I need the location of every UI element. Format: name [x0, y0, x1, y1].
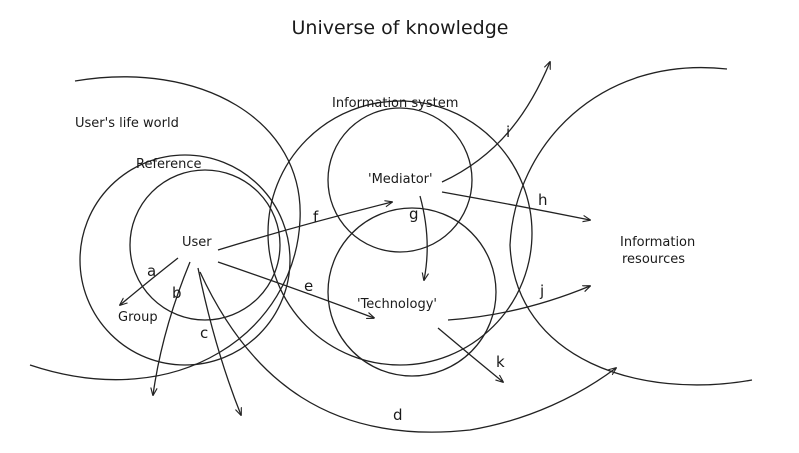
arrow-c [197, 267, 241, 415]
relation-label-g: g [409, 205, 419, 223]
relation-label-b: b [172, 284, 182, 302]
reference-circle [79, 154, 291, 366]
relation-label-d: d [393, 406, 403, 424]
arrow-j [447, 286, 590, 321]
reference-label: Reference [136, 157, 201, 172]
relation-label-a: a [147, 262, 156, 280]
life-world-label: User's life world [75, 116, 179, 131]
arrow-b [153, 261, 191, 395]
relation-label-k: k [496, 353, 505, 371]
arrow-a [120, 257, 179, 305]
arrow-k [437, 327, 503, 382]
information-resources-arc [509, 66, 753, 386]
arrow-h [441, 191, 590, 220]
mediator-circle [327, 107, 473, 253]
technology-label: 'Technology' [357, 297, 437, 312]
mediator-label: 'Mediator' [368, 172, 433, 187]
arrow-f [217, 202, 392, 251]
diagram-title: Universe of knowledge [292, 17, 509, 39]
relation-label-f: f [313, 208, 319, 226]
relation-label-i: i [506, 123, 510, 141]
group-label: Group [118, 310, 158, 325]
information-resources-label: Information resources [620, 235, 699, 267]
life-world-arc [29, 76, 301, 381]
arrow-e [217, 261, 374, 318]
arrow-i [441, 62, 550, 183]
relation-label-j: j [539, 282, 544, 300]
information-system-circle [267, 100, 533, 366]
technology-circle [327, 207, 497, 377]
user-label: User [182, 235, 212, 250]
arrow-g [419, 195, 427, 280]
information-resources-line-1: Information [620, 235, 695, 250]
information-system-label: Information system [332, 96, 458, 111]
relation-label-e: e [304, 277, 313, 295]
arrow-d [199, 271, 616, 433]
user-circle [129, 169, 281, 321]
information-resources-line-2: resources [622, 252, 685, 267]
relation-label-h: h [538, 191, 548, 209]
relation-label-c: c [200, 324, 208, 342]
